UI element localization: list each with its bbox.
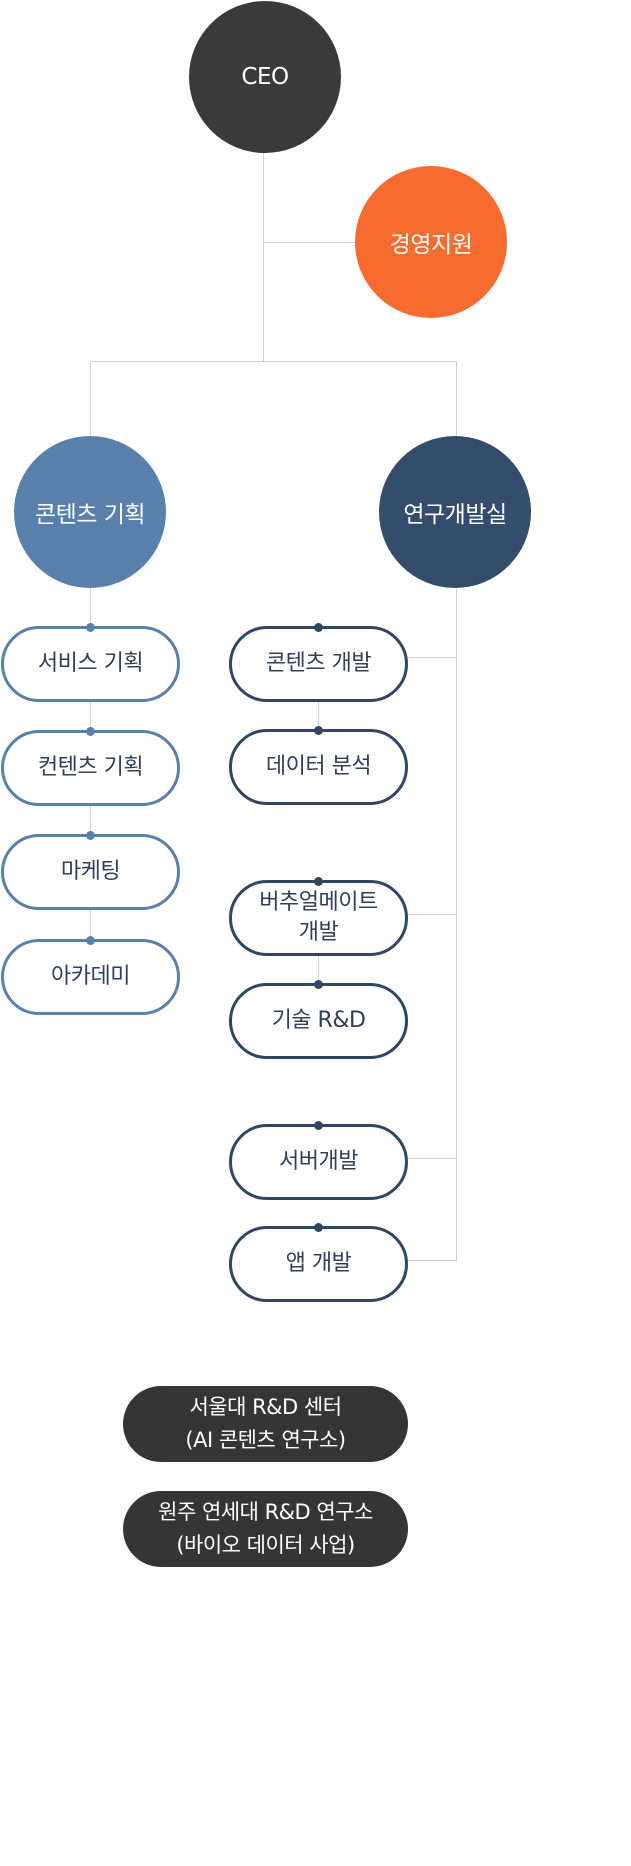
research-dev-label: 연구개발실: [403, 502, 507, 528]
connector-research-pair-2: [318, 954, 319, 986]
affiliate-line-1: 원주 연세대 R&D 연구소: [158, 1500, 373, 1524]
ceo-label: CEO: [241, 64, 289, 90]
connector-dot: [86, 936, 95, 945]
ceo-node: CEO: [189, 1, 341, 153]
team-label: 아카데미: [51, 964, 130, 989]
affiliate-snu-rnd-center: 서울대 R&D 센터 (AI 콘텐츠 연구소): [123, 1386, 408, 1462]
connector-dot: [314, 623, 323, 632]
team-label: 마케팅: [60, 859, 121, 884]
team-virtual-mate-development: 버추얼메이트 개발: [229, 880, 408, 956]
affiliate-line-2: (바이오 데이터 사업): [176, 1533, 355, 1557]
affiliate-line-2: (AI 콘텐츠 연구소): [185, 1428, 346, 1452]
connector-research-branch-4: [408, 1260, 456, 1261]
team-service-planning: 서비스 기획: [1, 626, 180, 702]
connector-dot: [314, 1223, 323, 1232]
connector-management-branch: [263, 242, 357, 243]
team-tech-rnd: 기술 R&D: [229, 983, 408, 1059]
affiliate-yonsei-rnd-institute: 원주 연세대 R&D 연구소 (바이오 데이터 사업): [123, 1491, 408, 1567]
connector-dot: [314, 980, 323, 989]
team-server-development: 서버개발: [229, 1124, 408, 1200]
connector-dot: [86, 831, 95, 840]
team-label: 서버개발: [279, 1149, 358, 1174]
team-label: 데이터 분석: [265, 754, 372, 779]
connector-research-branch-2: [408, 914, 456, 915]
connector-dot: [314, 1121, 323, 1130]
team-contents-planning: 컨텐츠 기획: [1, 730, 180, 806]
connector-ceo-trunk: [263, 150, 264, 362]
team-academy: 아카데미: [1, 939, 180, 1015]
connector-research-trunk: [456, 585, 457, 1261]
connector-dot: [314, 726, 323, 735]
team-label: 기술 R&D: [271, 1008, 366, 1033]
connector-dot: [86, 727, 95, 736]
team-label: 컨텐츠 기획: [37, 755, 144, 780]
management-support-node: 경영지원: [355, 166, 507, 318]
affiliate-line-1: 서울대 R&D 센터: [189, 1395, 342, 1419]
team-label: 콘텐츠 개발: [265, 651, 372, 676]
connector-content-planning-drop: [90, 361, 91, 439]
connector-research-drop: [456, 361, 457, 439]
connector-research-branch-1: [408, 657, 456, 658]
connector-dot: [314, 877, 323, 886]
connector-research-pair-1: [318, 700, 319, 732]
team-marketing: 마케팅: [1, 834, 180, 910]
team-label: 버추얼메이트 개발: [259, 890, 378, 945]
research-dev-node: 연구개발실: [379, 436, 531, 588]
team-app-development: 앱 개발: [229, 1226, 408, 1302]
content-planning-node: 콘텐츠 기획: [14, 436, 166, 588]
connector-dot: [86, 623, 95, 632]
content-planning-label: 콘텐츠 기획: [34, 502, 146, 528]
team-contents-development: 콘텐츠 개발: [229, 626, 408, 702]
team-data-analysis: 데이터 분석: [229, 729, 408, 805]
team-label: 앱 개발: [285, 1251, 352, 1276]
connector-research-branch-3: [408, 1158, 456, 1159]
management-support-label: 경영지원: [389, 232, 473, 258]
team-label: 서비스 기획: [37, 651, 144, 676]
connector-division-bar: [90, 361, 457, 362]
